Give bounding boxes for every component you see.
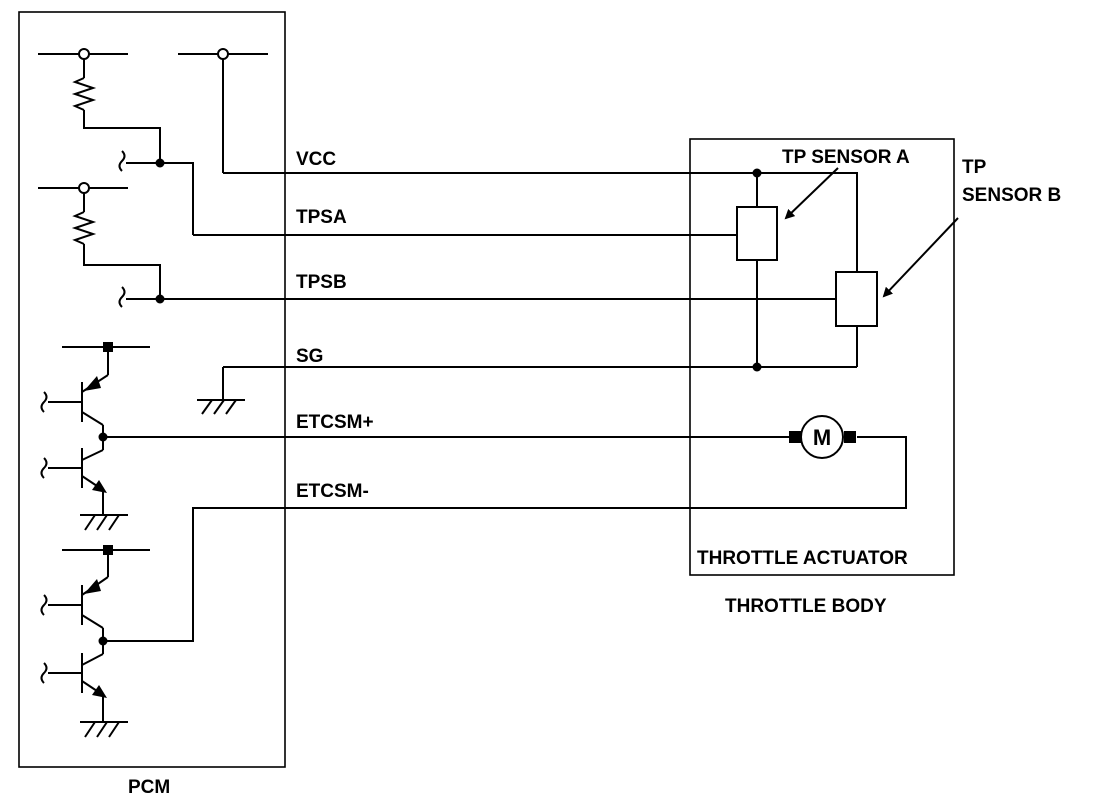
throttle-body-label: THROTTLE BODY	[725, 596, 887, 617]
tpsb-pullup-wire	[83, 244, 161, 299]
tp-sensor-b-label-line1: TP	[962, 157, 987, 178]
junction-dot	[752, 168, 762, 178]
tp-sensor-b	[835, 271, 878, 327]
tp-sensor-b-label-line2: SENSOR B	[962, 185, 1061, 206]
transistor-icon	[40, 641, 107, 722]
tp-sensor-a	[736, 206, 778, 261]
vcc-wire	[223, 172, 858, 367]
etcsm-minus-label: ETCSM-	[296, 481, 369, 502]
supply-terminal-2	[178, 48, 268, 173]
supply-terminal-3	[38, 182, 128, 212]
transistor-icon	[40, 576, 109, 641]
supply-terminal-4	[62, 342, 150, 375]
tpsa-internal-wire	[160, 162, 194, 235]
throttle-actuator-box	[689, 138, 955, 576]
ground-icon	[197, 367, 245, 415]
ground-icon	[80, 514, 128, 531]
etcsm-plus-label: ETCSM+	[296, 412, 374, 433]
ground-icon	[80, 721, 128, 738]
tpsa-label: TPSA	[296, 207, 347, 228]
supply-terminal-5	[62, 545, 150, 577]
transistor-icon	[40, 374, 109, 437]
tpsa-pullup-wire	[83, 110, 161, 163]
supply-terminal-1	[38, 48, 128, 78]
tp-sensor-a-label: TP SENSOR A	[782, 147, 910, 168]
sg-label: SG	[296, 346, 323, 367]
tpsb-label: TPSB	[296, 272, 347, 293]
throttle-actuator-label: THROTTLE ACTUATOR	[697, 548, 908, 569]
tp-sensor-a-arrow	[784, 167, 839, 220]
motor-label: M	[813, 425, 831, 450]
pcm-box	[18, 11, 286, 768]
etcsm-minus-wire	[103, 436, 907, 642]
vcc-label: VCC	[296, 149, 336, 170]
junction-dot	[752, 362, 762, 372]
input-tilde-icon	[118, 286, 126, 308]
resistor-icon	[71, 211, 97, 245]
transistor-icon	[40, 437, 107, 515]
resistor-icon	[71, 77, 97, 111]
input-tilde-icon	[118, 150, 126, 172]
pcm-label: PCM	[128, 777, 170, 798]
motor-icon	[789, 415, 856, 459]
tp-sensor-b-arrow	[882, 217, 959, 298]
